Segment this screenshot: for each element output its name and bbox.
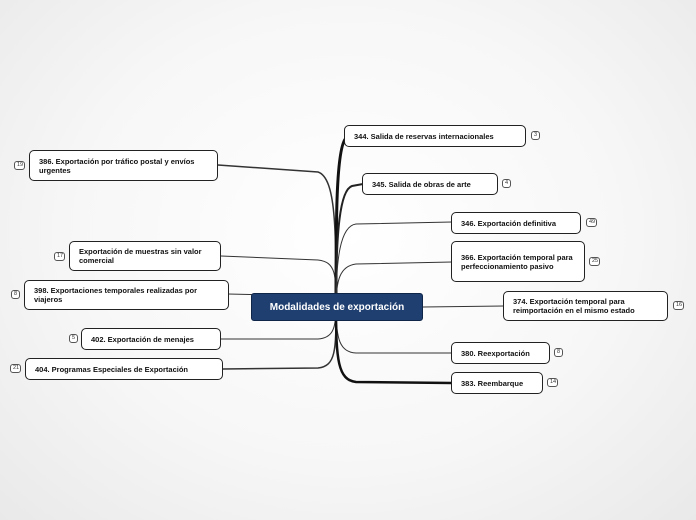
topic-345[interactable]: 345. Salida de obras de arte — [362, 173, 498, 195]
topic-344-label: 344. Salida de reservas internacionales — [354, 131, 494, 141]
link-345 — [335, 183, 364, 308]
topic-muestras[interactable]: Exportación de muestras sin valor comerc… — [69, 241, 221, 271]
topic-344[interactable]: 344. Salida de reservas internacionales — [344, 125, 526, 147]
link-383 — [334, 306, 453, 385]
topic-346[interactable]: 346. Exportación definitiva — [451, 212, 581, 234]
topic-345-count-badge[interactable]: 4 — [502, 179, 511, 188]
topic-380-count-badge[interactable]: 8 — [554, 348, 563, 357]
topic-380[interactable]: 380. Reexportación — [451, 342, 550, 364]
topic-404-count-badge[interactable]: 21 — [10, 364, 21, 373]
topic-402[interactable]: 402. Exportación de menajes — [81, 328, 221, 350]
topic-383-count-badge[interactable]: 14 — [547, 378, 558, 387]
topic-muestras-count-badge[interactable]: 17 — [54, 252, 65, 261]
topic-383[interactable]: 383. Reembarque — [451, 372, 543, 394]
topic-345-label: 345. Salida de obras de arte — [372, 179, 471, 189]
topic-344-count-badge[interactable]: 3 — [531, 131, 540, 140]
topic-398-count-badge[interactable]: 8 — [11, 290, 20, 299]
topic-386-count-badge[interactable]: 19 — [14, 161, 25, 170]
topic-muestras-label: Exportación de muestras sin valor comerc… — [79, 247, 202, 265]
topic-346-label: 346. Exportación definitiva — [461, 218, 557, 228]
topic-374-label: 374. Exportación temporal para reimporta… — [513, 297, 635, 315]
topic-386-label: 386. Exportación por tráfico postal y en… — [39, 156, 195, 175]
topic-346-count-badge[interactable]: 49 — [586, 218, 597, 227]
topic-398-label: 398. Exportaciones temporales realizadas… — [34, 286, 197, 304]
link-346 — [335, 221, 453, 308]
topic-366[interactable]: 366. Exportación temporal para perfeccio… — [451, 241, 585, 282]
topic-404[interactable]: 404. Programas Especiales de Exportación — [25, 358, 223, 380]
topic-402-count-badge[interactable]: 5 — [69, 334, 78, 343]
topic-374-count-badge[interactable]: 16 — [673, 301, 684, 310]
topic-383-label: 383. Reembarque — [461, 378, 524, 388]
topic-366-label: 366. Exportación temporal para perfeccio… — [461, 252, 573, 271]
topic-366-count-badge[interactable]: 25 — [589, 257, 600, 266]
topic-404-label: 404. Programas Especiales de Exportación — [35, 364, 188, 374]
topic-386[interactable]: 386. Exportación por tráfico postal y en… — [29, 150, 218, 181]
central-topic[interactable]: Modalidades de exportación — [251, 293, 423, 321]
topic-402-label: 402. Exportación de menajes — [91, 334, 194, 344]
link-374 — [422, 305, 505, 308]
link-386 — [217, 164, 337, 308]
topic-398[interactable]: 398. Exportaciones temporales realizadas… — [24, 280, 229, 310]
topic-374[interactable]: 374. Exportación temporal para reimporta… — [503, 291, 668, 321]
topic-380-label: 380. Reexportación — [461, 348, 530, 358]
